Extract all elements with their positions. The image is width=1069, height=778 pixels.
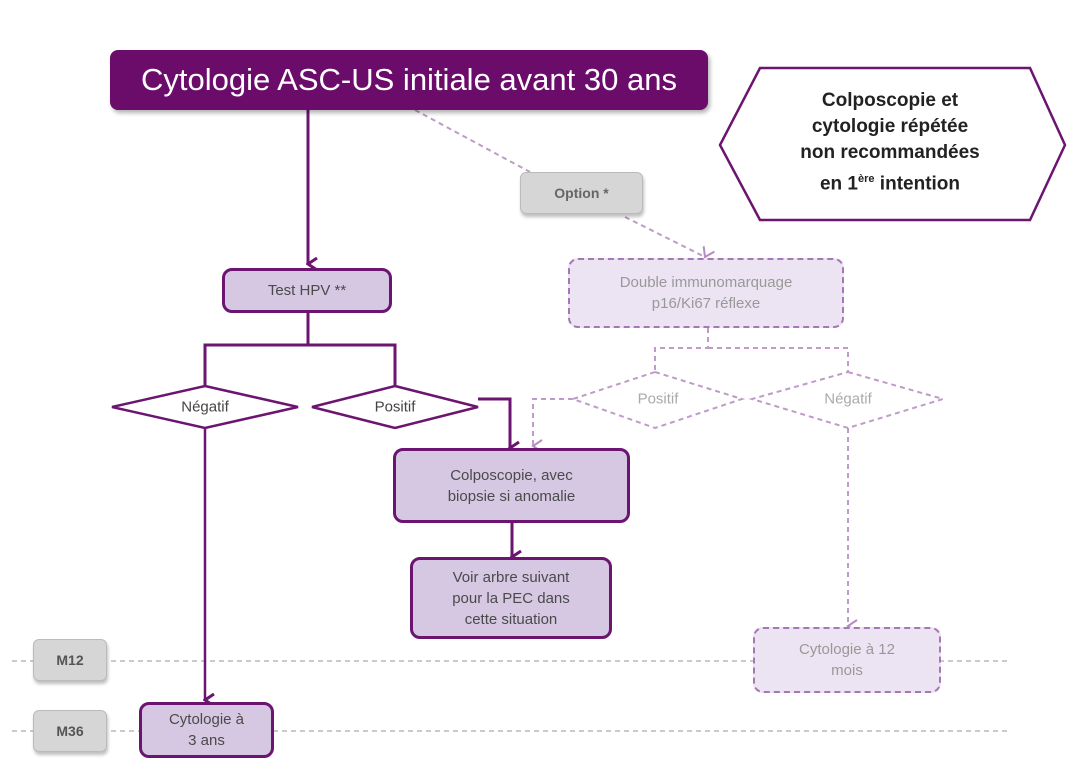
dual-stain-line-1: Double immunomarquage <box>619 274 793 291</box>
dual-stain-line-2: p16/Ki67 réflexe <box>651 295 761 312</box>
dashed-branch-dual-right <box>708 347 849 372</box>
dashed-title-to-option <box>414 109 531 173</box>
cyto-12-line-1: Cytologie à 12 <box>799 641 895 658</box>
colposcopy-line-1: Colposcopie, avec <box>450 466 573 484</box>
cyto-3-line-2: 3 ans <box>188 732 225 749</box>
dashed-branch-dual <box>654 328 709 372</box>
warning-line-4-prefix: en 1 <box>819 173 858 195</box>
branch-hpv <box>203 313 310 386</box>
timeline-m36-label: M36 <box>56 723 84 739</box>
option-label: Option * <box>554 185 609 201</box>
title-text: Cytologie ASC-US initiale avant 30 ans <box>141 62 677 97</box>
timeline-m12-box: M12 <box>33 639 107 681</box>
timeline-m36-box: M36 <box>33 710 107 752</box>
diamond-hpv-positive <box>311 384 479 430</box>
next-tree-line-1: Voir arbre suivant <box>452 568 570 586</box>
dual-stain-box: Double immunomarquage p16/Ki67 réflexe <box>568 258 844 328</box>
colposcopy-box: Colposcopie, avec biopsie si anomalie <box>393 448 630 523</box>
warning-text: Colposcopie et cytologie répétée non rec… <box>745 88 1035 197</box>
branch-hpv-right <box>308 343 397 386</box>
dashed-option-to-dual <box>624 216 715 259</box>
next-tree-line-3: cette situation <box>464 610 558 628</box>
test-hpv-box: Test HPV ** <box>222 268 392 313</box>
cyto-3-line-1: Cytologie à <box>168 711 245 728</box>
next-tree-line-2: pour la PEC dans <box>452 589 570 607</box>
warning-line-1: Colposcopie et <box>821 90 959 111</box>
cyto-12-box: Cytologie à 12 mois <box>753 627 941 693</box>
warning-line-4: en 1ère intention <box>745 166 1035 197</box>
warning-hexagon <box>718 66 1067 222</box>
hpv-negative-label: Négatif <box>181 398 229 416</box>
warning-line-4-suffix: intention <box>874 173 961 195</box>
title-box: Cytologie ASC-US initiale avant 30 ans <box>110 50 708 110</box>
warning-line-4-sup: ère <box>858 173 875 185</box>
warning-line-2: cytologie répétée <box>811 116 969 137</box>
timeline-m12-label: M12 <box>56 652 84 668</box>
test-hpv-label: Test HPV ** <box>267 282 347 299</box>
diamond-dual-positive <box>569 370 746 430</box>
dual-positive-label: Positif <box>637 390 679 408</box>
dashed-positive-to-colpo <box>531 398 573 453</box>
option-box: Option * <box>520 172 643 214</box>
colposcopy-line-2: biopsie si anomalie <box>447 487 576 505</box>
cyto-12-line-2: mois <box>831 662 863 679</box>
warning-line-3: non recommandées <box>800 142 980 163</box>
dual-negative-label: Négatif <box>824 390 872 408</box>
cyto-3-box: Cytologie à 3 ans <box>139 702 274 758</box>
arrow-positive-to-colpo <box>478 397 510 448</box>
next-tree-box: Voir arbre suivant pour la PEC dans cett… <box>410 557 612 639</box>
hpv-positive-label: Positif <box>374 398 416 416</box>
